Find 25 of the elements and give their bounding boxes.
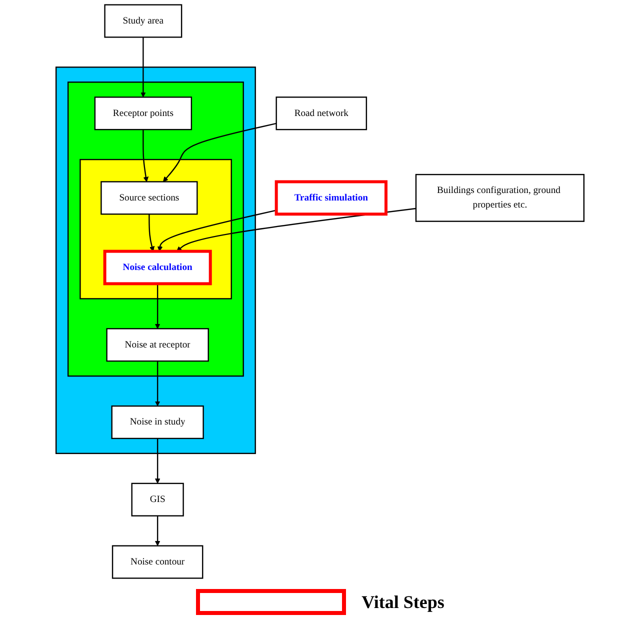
cluster bbox=[80, 158, 232, 300]
node-box: Study area bbox=[104, 4, 182, 38]
arrow bbox=[162, 122, 276, 182]
cluster bbox=[67, 82, 244, 377]
cluster bbox=[55, 66, 256, 454]
arrow bbox=[140, 37, 146, 98]
arrow bbox=[142, 130, 149, 182]
node-box: Noise calculation bbox=[103, 250, 212, 286]
node-box: Traffic simulation bbox=[274, 180, 388, 216]
arrow bbox=[148, 214, 155, 252]
arrow bbox=[157, 210, 276, 252]
node-box: Noise at receptor bbox=[106, 328, 209, 362]
node-box: GIS bbox=[131, 482, 184, 516]
node-box: Receptor points bbox=[94, 96, 192, 130]
arrow bbox=[154, 284, 160, 329]
node-box: Buildings configuration, ground properties etc. bbox=[415, 174, 585, 222]
arrow bbox=[176, 208, 416, 252]
legend-label: Vital Steps bbox=[362, 592, 444, 612]
arrow bbox=[154, 361, 160, 406]
node-box: Road network bbox=[276, 96, 368, 130]
node-box: Noise in study bbox=[111, 405, 204, 440]
node-box: Noise contour bbox=[112, 545, 204, 579]
arrow bbox=[154, 516, 160, 546]
arrow bbox=[154, 438, 160, 484]
node-box: Source sections bbox=[100, 181, 198, 215]
